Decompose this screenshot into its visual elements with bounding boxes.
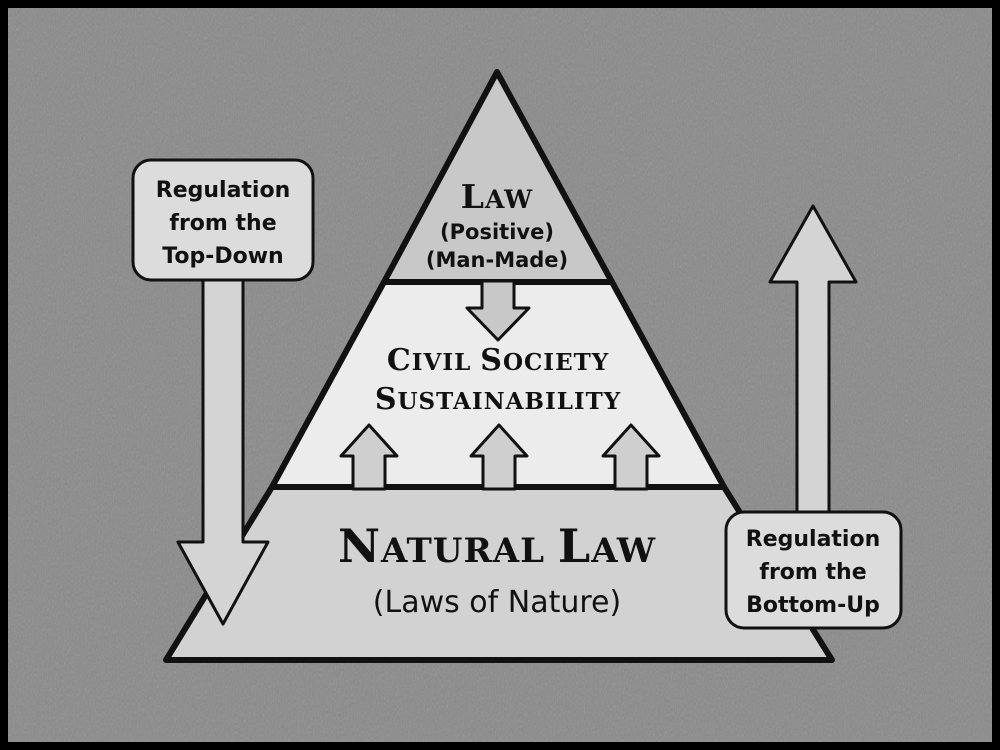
top-down-line-1: Regulation [156, 178, 291, 203]
bottom-up-line-3: Bottom-Up [746, 593, 880, 618]
pyramid-base-tier [163, 484, 835, 663]
top-down-line-3: Top-Down [162, 244, 283, 269]
law-man-made: (Man-Made) [426, 248, 568, 272]
arrow-up-right [601, 423, 661, 491]
label-box-bottom-up [724, 510, 903, 630]
diagram-stage: Regulation from the Top-Down Regulation … [8, 8, 992, 742]
label-box-top-down [131, 158, 315, 282]
arrow-regulation-bottom-up [768, 204, 858, 522]
civil-society-text: CIVIL SOCIETY [387, 343, 609, 378]
arrow-up-center [469, 423, 529, 491]
diagram-svg: Regulation from the Top-Down Regulation … [8, 8, 992, 742]
law-positive: (Positive) [440, 220, 554, 244]
arrow-down-law-to-society [465, 279, 531, 342]
arrow-regulation-top-down [176, 268, 270, 626]
laws-of-nature-subtitle: (Laws of Nature) [373, 585, 621, 620]
bottom-up-line-1: Regulation [746, 527, 881, 552]
bottom-up-line-2: from the [759, 560, 866, 585]
natural-law-title: NATURAL LAW [338, 519, 656, 573]
top-down-line-2: from the [169, 211, 276, 236]
arrow-up-left [339, 423, 399, 491]
sustainability-text: SUSTAINABILITY [375, 382, 621, 417]
law-title: LAW [461, 177, 533, 216]
